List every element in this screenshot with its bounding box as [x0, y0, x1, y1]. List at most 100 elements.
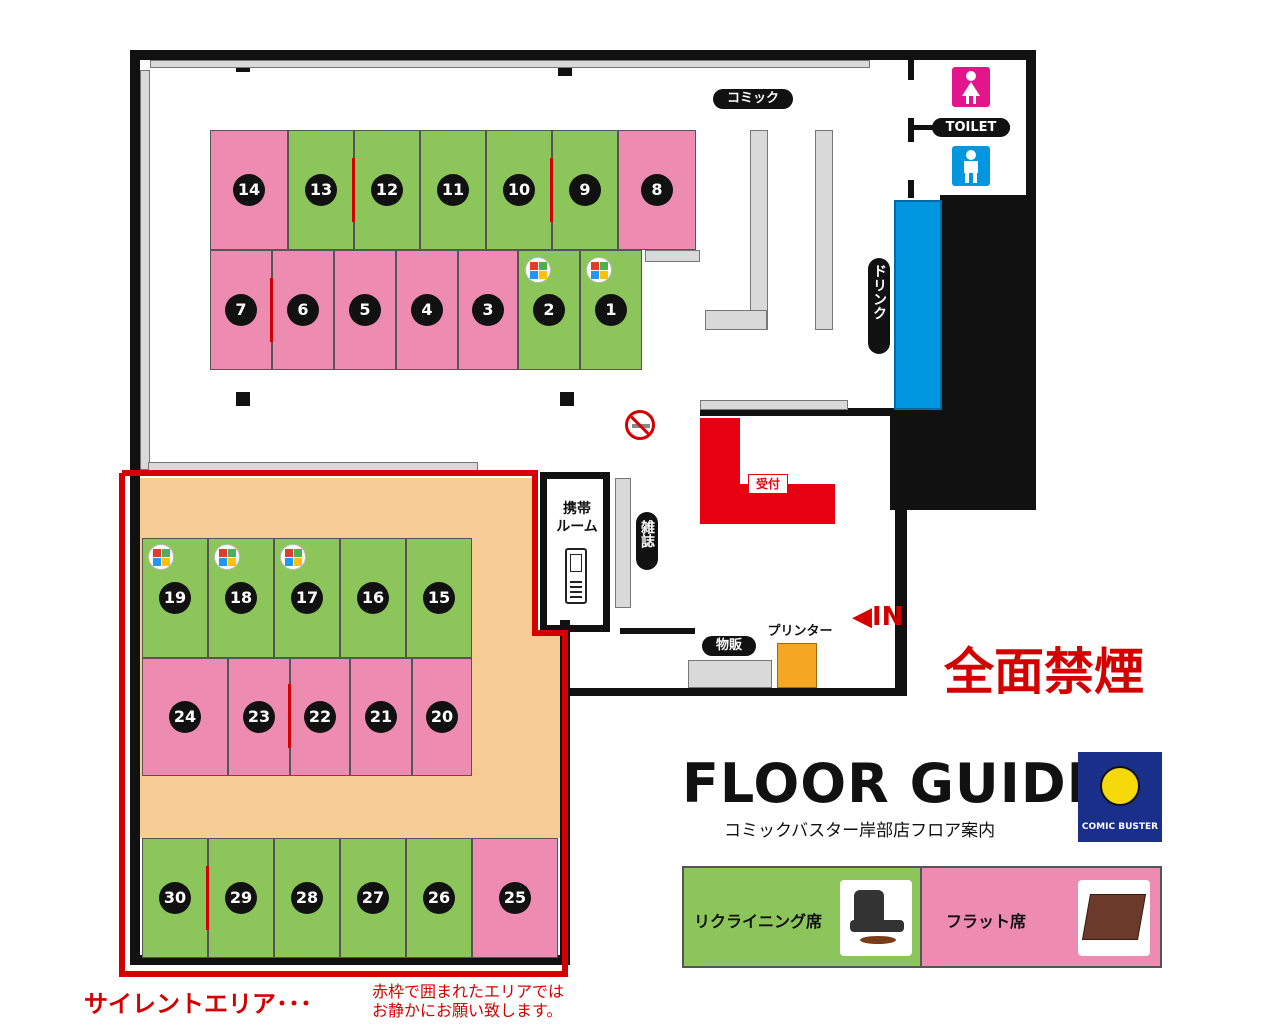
comic-buster-logo: COMIC BUSTER	[1078, 752, 1162, 842]
wall	[895, 500, 907, 695]
seat[interactable]: 10	[486, 130, 552, 250]
seat[interactable]: 17	[274, 538, 340, 658]
legend-flat: フラット席	[920, 866, 1162, 968]
logo-text: COMIC BUSTER	[1081, 822, 1159, 832]
seat[interactable]: 6	[272, 250, 334, 370]
seat-number: 7	[225, 294, 257, 326]
seat-number: 10	[503, 174, 535, 206]
seat[interactable]: 27	[340, 838, 406, 958]
seat[interactable]: 8	[618, 130, 696, 250]
seat[interactable]: 16	[340, 538, 406, 658]
seat-number: 19	[159, 582, 191, 614]
seat-divider	[270, 278, 273, 342]
seat[interactable]: 22	[290, 658, 350, 776]
seat-number: 3	[472, 294, 504, 326]
seat-number: 16	[357, 582, 389, 614]
seat[interactable]: 13	[288, 130, 354, 250]
seat[interactable]: 7	[210, 250, 272, 370]
seat-number: 25	[499, 882, 531, 914]
wall	[620, 628, 695, 634]
seat[interactable]: 28	[274, 838, 340, 958]
bookshelf	[688, 660, 772, 688]
seat[interactable]: 12	[354, 130, 420, 250]
wall	[700, 408, 900, 416]
magazine-label: 雑誌	[636, 512, 658, 570]
seat-number: 4	[411, 294, 443, 326]
seat[interactable]: 21	[350, 658, 412, 776]
wall	[570, 688, 907, 696]
mascot-icon	[1100, 766, 1140, 806]
guide-title: FLOOR GUIDE	[682, 752, 1105, 815]
seat[interactable]: 11	[420, 130, 486, 250]
seat[interactable]: 29	[208, 838, 274, 958]
seat-number: 23	[243, 701, 275, 733]
seat-number: 8	[641, 174, 673, 206]
seat[interactable]: 25	[472, 838, 558, 958]
seat[interactable]: 15	[406, 538, 472, 658]
bookshelf	[645, 250, 700, 262]
seat[interactable]: 3	[458, 250, 518, 370]
seat-number: 22	[304, 701, 336, 733]
wall	[540, 472, 610, 479]
seat-divider	[206, 866, 209, 930]
wall	[130, 50, 1036, 60]
silent-area-note: 赤枠で囲まれたエリアでは お静かにお願い致します。	[372, 982, 564, 1020]
pc-icon	[148, 544, 174, 570]
seat[interactable]: 23	[228, 658, 290, 776]
male-icon	[952, 146, 990, 186]
flat-mat-icon	[1078, 880, 1150, 956]
seat-divider	[288, 684, 291, 748]
printer	[777, 643, 817, 688]
seat[interactable]: 30	[142, 838, 208, 958]
entrance-label: ◀IN	[852, 602, 904, 632]
seat[interactable]: 26	[406, 838, 472, 958]
seat-number: 27	[357, 882, 389, 914]
seat-number: 9	[569, 174, 601, 206]
reception-label: 受付	[748, 474, 788, 494]
seat-number: 12	[371, 174, 403, 206]
seat-number: 30	[159, 882, 191, 914]
seat-number: 18	[225, 582, 257, 614]
bookshelf	[150, 60, 870, 68]
legend-flat-label: フラット席	[946, 912, 1027, 931]
seat[interactable]: 24	[142, 658, 228, 776]
pc-icon	[280, 544, 306, 570]
bookshelf	[615, 478, 631, 608]
seat-divider	[550, 158, 553, 222]
seat-number: 15	[423, 582, 455, 614]
bookshelf	[705, 310, 767, 330]
silent-area-note-line: お静かにお願い致します。	[372, 1001, 563, 1020]
pc-icon	[525, 257, 551, 283]
seat-number: 1	[595, 294, 627, 326]
drink-label-text: ドリンク	[871, 264, 887, 320]
legend-recliner-label: リクライニング席	[694, 912, 823, 931]
bookshelf	[140, 70, 150, 470]
drink-bar	[894, 200, 942, 410]
bookshelf	[700, 400, 848, 410]
seat-number: 2	[533, 294, 565, 326]
seat[interactable]: 14	[210, 130, 288, 250]
mobile-phone-icon	[565, 548, 587, 604]
wall	[1026, 50, 1036, 198]
comic-label: コミック	[713, 89, 793, 109]
seat[interactable]: 20	[412, 658, 472, 776]
seat[interactable]: 9	[552, 130, 618, 250]
seat[interactable]: 4	[396, 250, 458, 370]
wall	[908, 60, 914, 80]
wall	[540, 472, 547, 632]
wall	[940, 195, 1036, 510]
wall	[603, 472, 610, 632]
seat-number: 11	[437, 174, 469, 206]
seat[interactable]: 5	[334, 250, 396, 370]
pillar	[560, 392, 574, 406]
seat-number: 20	[426, 701, 458, 733]
no-smoking-icon	[625, 410, 655, 440]
pc-icon	[214, 544, 240, 570]
wall	[908, 180, 914, 198]
wall	[130, 955, 570, 965]
toilet-label: TOILET	[932, 118, 1010, 137]
pc-icon	[586, 257, 612, 283]
silent-area-title: サイレントエリア･･･	[84, 990, 312, 1018]
seat-number: 14	[233, 174, 265, 206]
